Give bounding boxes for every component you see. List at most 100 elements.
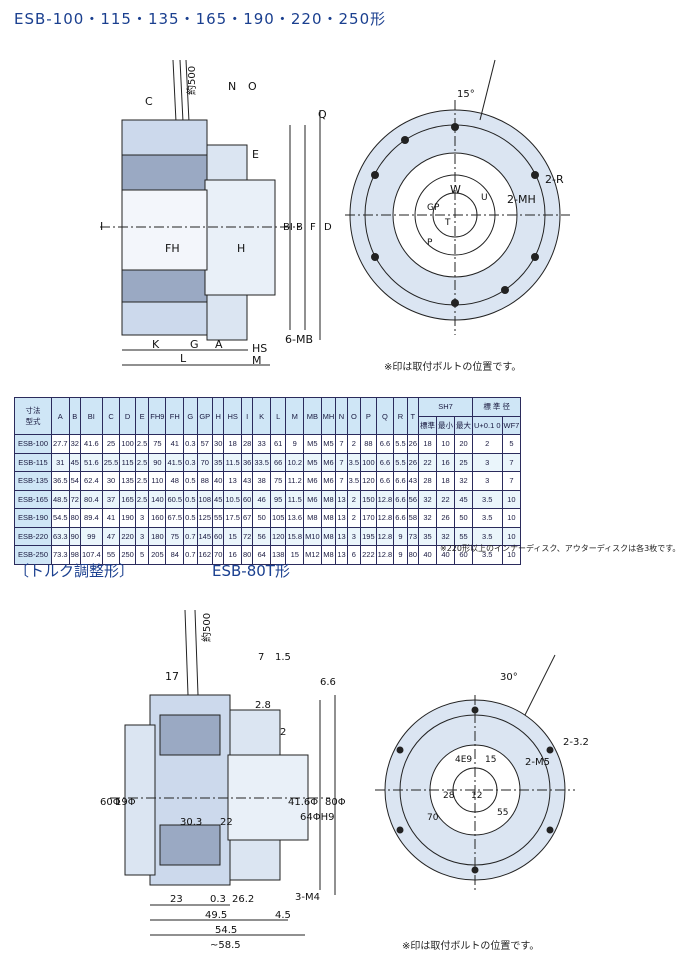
dim2-15: 1.5	[275, 652, 291, 663]
table-cell: 84	[165, 545, 185, 565]
table-corner: 寸法型式	[14, 397, 52, 435]
table-cell: M12	[303, 545, 322, 565]
table-cell: 3.5	[472, 508, 503, 528]
table-cell: 11.2	[285, 471, 305, 491]
table-cell: M6	[303, 471, 322, 491]
table-cell: 205	[148, 545, 167, 565]
table-cell: M6	[303, 489, 322, 509]
table-cell: 25.5	[101, 452, 121, 472]
table-cell: 17.5	[223, 508, 242, 528]
table-cell: 51.6	[79, 452, 103, 472]
sh7-sub-header: 最小	[436, 415, 456, 435]
table-cell: 16	[223, 545, 242, 565]
table-cell: 36	[240, 452, 254, 472]
dim2-66: 6.6	[320, 677, 336, 688]
bottom-front-drawing: 30° 2-3.2 2-M5 4E9 15 28 12 70 55	[375, 654, 589, 890]
front2-m5: 2-M5	[525, 757, 550, 768]
table-cell: 190	[119, 508, 136, 528]
table-footnote: ※220形以上のインナーディスク、アウターディスクは各3枚です。	[440, 544, 681, 553]
table-cell: 35	[212, 452, 225, 472]
table-cell: 10	[501, 489, 522, 509]
col-header: T	[406, 397, 420, 435]
col-header: A	[51, 397, 70, 435]
table-cell: 12.8	[375, 526, 395, 546]
model-cell: ESB-100	[14, 434, 52, 454]
dim2-2: 2	[280, 727, 286, 738]
table-cell: 90	[68, 526, 81, 546]
table-cell: 5.5	[393, 452, 408, 472]
table-cell: 108	[196, 489, 214, 509]
table-cell: M8	[303, 508, 322, 528]
table-cell: 75	[148, 434, 167, 454]
front2-55: 55	[497, 808, 508, 818]
table-cell: 32	[454, 471, 474, 491]
dim-bi: BI	[283, 222, 293, 233]
table-cell: 12.8	[375, 489, 395, 509]
keyway-header: 標 準 径	[472, 397, 522, 417]
dim-m: M	[252, 354, 262, 367]
model-cell: ESB-190	[14, 508, 52, 528]
dim-h: H	[237, 242, 245, 255]
table-cell: M8	[320, 489, 337, 509]
table-cell: 9	[393, 526, 408, 546]
dim-hs: HS	[252, 342, 267, 355]
model-cell: ESB-115	[14, 452, 52, 472]
col-header: HS	[223, 397, 242, 435]
table-cell: M5	[303, 434, 322, 454]
col-header: GP	[196, 397, 214, 435]
table-cell: 11.5	[223, 452, 242, 472]
table-cell: 37	[101, 489, 121, 509]
dim2-03: 0.3	[210, 894, 226, 905]
table-cell: 88	[196, 471, 214, 491]
table-cell: 9	[393, 545, 408, 565]
table-cell: 5.5	[393, 434, 408, 454]
table-cell: 6.6	[393, 471, 408, 491]
dim2-45: 4.5	[275, 910, 291, 921]
col-header: G	[183, 397, 198, 435]
col-header: K	[252, 397, 271, 435]
dim-i: I	[100, 220, 103, 233]
front2-r32: 2-3.2	[563, 737, 589, 748]
table-cell: 3	[134, 526, 150, 546]
table-cell: M8	[320, 508, 337, 528]
table-cell: 47	[101, 526, 121, 546]
col-header: MH	[320, 397, 337, 435]
table-cell: 2	[346, 508, 362, 528]
table-cell: 54	[68, 471, 81, 491]
table-cell: 100	[119, 434, 136, 454]
table-cell: 35	[418, 526, 438, 546]
col-header: P	[360, 397, 377, 435]
dim-q: Q	[318, 108, 327, 121]
table-cell: 33	[252, 434, 271, 454]
dim2-545: 54.5	[215, 925, 237, 936]
col-header: O	[346, 397, 362, 435]
table-cell: 60.5	[165, 489, 185, 509]
col-header: L	[269, 397, 287, 435]
table-cell: 18	[418, 434, 438, 454]
dim-e: E	[252, 148, 259, 161]
table-cell: 70	[212, 545, 225, 565]
table-cell: 31	[51, 452, 70, 472]
table-cell: 125	[196, 508, 214, 528]
table-cell: 15	[285, 545, 305, 565]
table-cell: 16	[436, 452, 456, 472]
table-cell: 26	[436, 508, 456, 528]
table-cell: M5	[320, 434, 337, 454]
table-cell: 45	[454, 489, 474, 509]
table-cell: 73.3	[51, 545, 70, 565]
front2-12: 12	[471, 791, 482, 801]
table-cell: 54.5	[51, 508, 70, 528]
dim2-7: 7	[258, 652, 264, 663]
table-cell: 38	[252, 471, 271, 491]
table-cell: 10	[501, 526, 522, 546]
table-cell: 57	[196, 434, 214, 454]
table-cell: 162	[196, 545, 214, 565]
col-header: FH9	[148, 397, 167, 435]
table-cell: 13	[223, 471, 242, 491]
model-cell: ESB-250	[14, 545, 52, 565]
table-cell: 120	[269, 526, 287, 546]
table-cell: 89.4	[79, 508, 103, 528]
